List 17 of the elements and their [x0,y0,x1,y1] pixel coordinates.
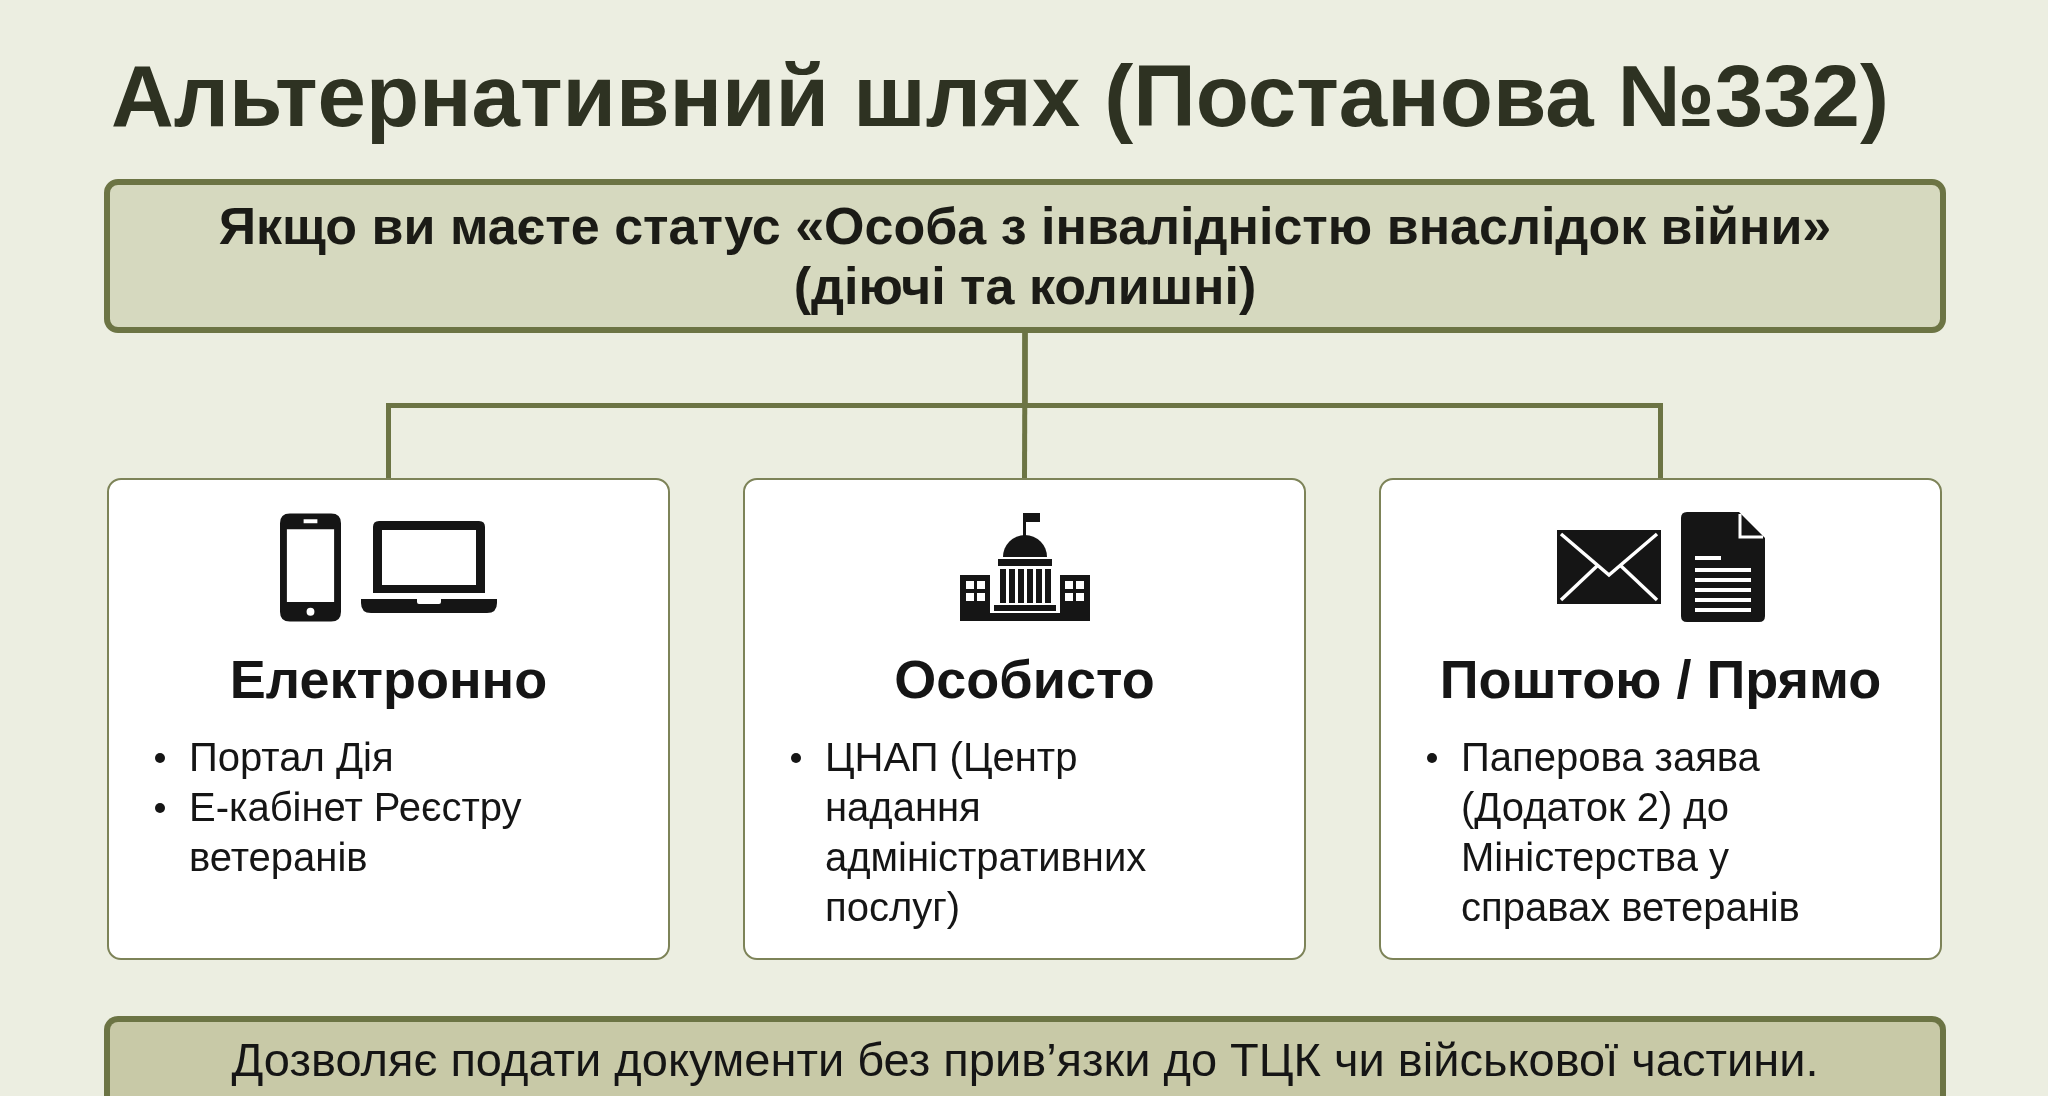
channel-heading: Поштою / Прямо [1439,649,1882,709]
bullet-item: ЦНАП (Центр надання адміністративних послуг) [791,732,1225,932]
condition-banner [104,179,1946,333]
channel-card [743,478,1306,960]
note-text: Дозволяє подати документи без прив’язки до ТЦК чи військової частини. [231,1033,1819,1087]
channel-heading: Електронно [229,649,548,709]
channel-card [107,478,670,960]
channel-card [1379,478,1942,960]
bullet-item: Портал Дія [155,732,589,782]
connector-line [1022,333,1028,478]
note-bar [104,1016,1946,1096]
condition-text: Якщо ви маєте статус «Особа з інвалідністю внаслідок війни» (діючі та колишні) [217,196,1833,316]
bullet-item: Е-кабінет Реєстру ветеранів [155,782,589,882]
channel-heading: Особисто [894,649,1155,709]
connector-line [1022,333,1663,478]
bullet-item: Паперова заява (Додаток 2) до Міністерства у справах ветеранів [1427,732,1861,932]
page-title: Альтернативний шлях (Постанова №332) [111,46,1889,146]
